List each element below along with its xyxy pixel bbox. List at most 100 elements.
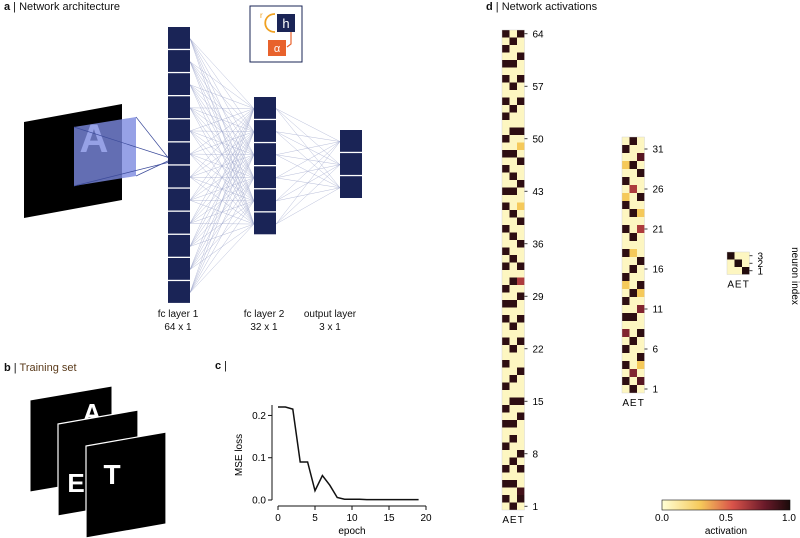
layer1-cell: [517, 195, 525, 203]
output-layer: [340, 130, 362, 198]
output-cell: [734, 259, 742, 267]
layer1-cell: [509, 67, 517, 75]
layer1-cell: [509, 285, 517, 293]
layer1-cell: [509, 202, 517, 210]
connection-line: [275, 131, 341, 142]
layer2-cell: [629, 209, 637, 217]
layer1-cell: [509, 120, 517, 128]
colorbar-label: activation: [705, 526, 747, 537]
layer1-cell: [509, 127, 517, 135]
layer1-cell: [517, 390, 525, 398]
layer1-cell: [502, 195, 510, 203]
output-xtick-label: T: [743, 280, 749, 291]
layer1-cell: [502, 435, 510, 443]
layer2-cell: [629, 305, 637, 313]
layer1-cell: [509, 360, 517, 368]
layer1-cell: [509, 480, 517, 488]
connection-line: [189, 108, 255, 224]
layer2-cell: [629, 273, 637, 281]
layer2-cell: [622, 273, 630, 281]
training-letter-t: T: [103, 459, 120, 490]
layer2-cell: [637, 209, 645, 217]
layer1-cell: [509, 142, 517, 150]
layer1-cell: [509, 225, 517, 233]
layer2-cell: [629, 217, 637, 225]
layer1-cell: [502, 457, 510, 465]
layer2-cell: [622, 161, 630, 169]
layer2-cell: [622, 297, 630, 305]
output-ytick-label: 3: [758, 251, 764, 262]
layer1-cell: [502, 60, 510, 68]
panel-d-letter: d: [486, 1, 493, 13]
layer2-cell: [622, 241, 630, 249]
fc-layer-1: [168, 27, 190, 303]
layer1-heatmap: [501, 29, 525, 511]
layer1-cell: [517, 502, 525, 510]
layer1-cell: [502, 277, 510, 285]
connection-line: [189, 108, 255, 293]
connection-line: [275, 141, 341, 202]
layer1-cell: [502, 292, 510, 300]
layer1-cell: [517, 420, 525, 428]
layer1-cell: [517, 240, 525, 248]
layer1-cell: [502, 187, 510, 195]
layer1-cell: [517, 187, 525, 195]
layer1-cell: [509, 90, 517, 98]
layer1-cell: [502, 315, 510, 323]
layer1-cell: [509, 495, 517, 503]
layer1-cell: [509, 52, 517, 60]
layer1-cell: [502, 480, 510, 488]
layer2-cell: [622, 385, 630, 393]
layer2-cell: [622, 265, 630, 273]
layer2-block: [254, 189, 276, 212]
layer1-cell: [517, 97, 525, 105]
layer1-block: [168, 73, 190, 95]
layer2-cell: [629, 297, 637, 305]
architecture-diagram: A h r α: [24, 5, 362, 303]
layer2-cell: [622, 225, 630, 233]
layer2-label: fc layer 2 32 x 1: [229, 308, 299, 334]
layer1-cell: [502, 225, 510, 233]
layer1-cell: [517, 247, 525, 255]
layer1-cell: [517, 210, 525, 218]
layer1-ytick-label: 1: [533, 502, 539, 513]
loss-ytick-label: 0.2: [252, 411, 266, 422]
layer1-cell: [502, 270, 510, 278]
layer1-cell: [517, 442, 525, 450]
alpha-label: α: [274, 43, 281, 55]
layer2-heatmap: [621, 136, 645, 394]
layer1-cell: [509, 277, 517, 285]
layer1-cell: [517, 75, 525, 83]
connection-line: [275, 141, 341, 179]
layer2-block: [254, 97, 276, 119]
layer1-cell: [517, 142, 525, 150]
layer1-cell: [502, 300, 510, 308]
layer2-cell: [622, 313, 630, 321]
layer1-cell: [509, 405, 517, 413]
layer1-label: fc layer 1 64 x 1: [143, 308, 213, 334]
layer2-block: [254, 143, 276, 165]
layer1-cell: [502, 247, 510, 255]
layer1-cell: [517, 307, 525, 315]
layer1-cell: [517, 180, 525, 188]
layer1-cell: [502, 450, 510, 458]
layer1-name: fc layer 1: [157, 309, 199, 320]
layer1-block: [168, 281, 190, 303]
layer1-cell: [517, 82, 525, 90]
output-cell: [742, 267, 750, 275]
layer1-cell: [517, 262, 525, 270]
layer1-cell: [502, 202, 510, 210]
layer1-cell: [502, 240, 510, 248]
layer2-cell: [637, 297, 645, 305]
layer2-cell: [629, 177, 637, 185]
connection-line: [275, 141, 341, 155]
layer1-frame: [501, 29, 525, 511]
h-block: [277, 14, 295, 32]
connection-line: [189, 108, 255, 132]
layer1-cell: [517, 352, 525, 360]
layer1-cell: [517, 270, 525, 278]
output-xtick-label: E: [735, 280, 742, 291]
layer1-cell: [502, 82, 510, 90]
recurrence-arrow: [264, 13, 276, 33]
